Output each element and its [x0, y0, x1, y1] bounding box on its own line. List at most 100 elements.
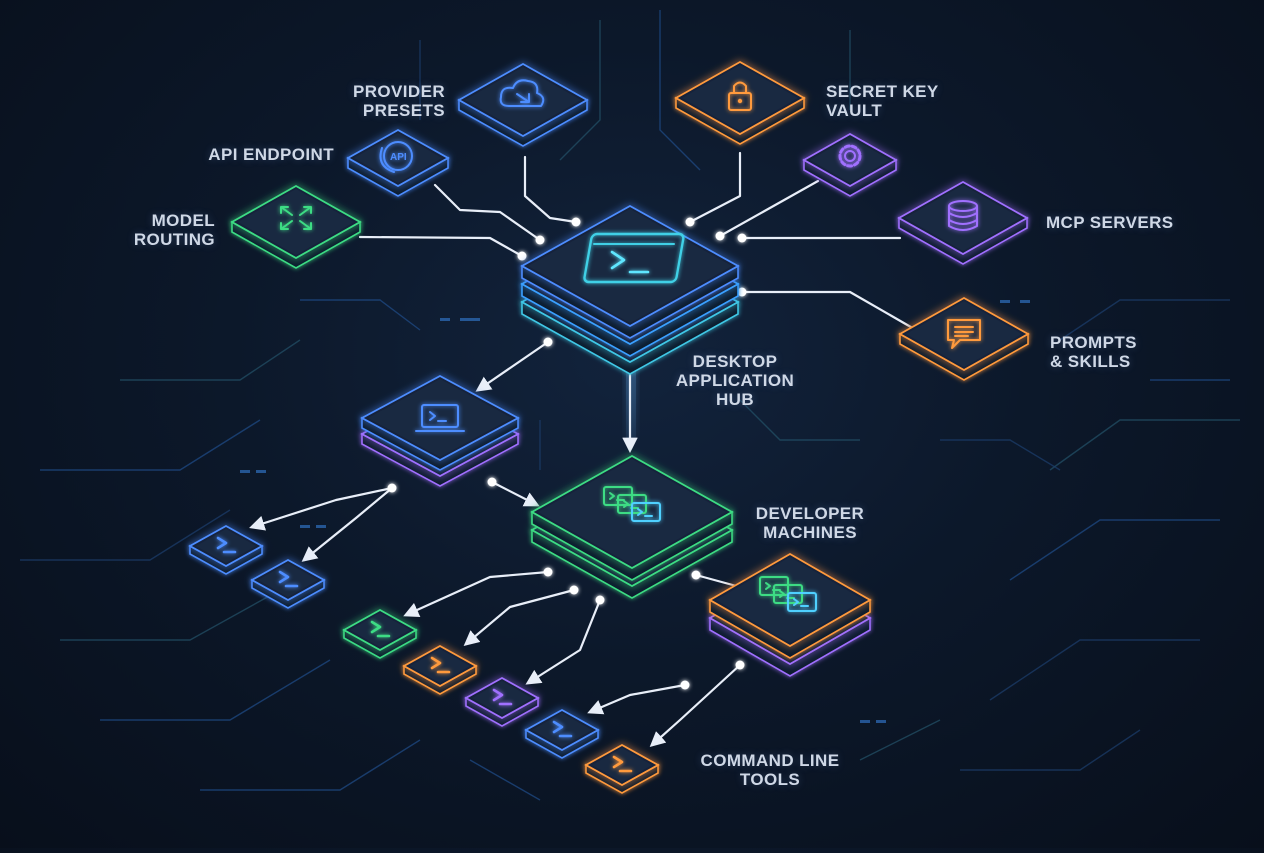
wire-cluster-cli-orange	[649, 663, 742, 748]
prompts-skills-tile	[898, 296, 1030, 381]
laptop-terminal-icon	[415, 404, 465, 432]
connector-node	[595, 595, 605, 605]
terminal-prompt-icon	[370, 620, 391, 638]
database-icon	[948, 200, 978, 231]
label-desktop-application-hub: DESKTOP APPLICATION HUB	[675, 352, 795, 409]
circuit-dash	[316, 525, 326, 528]
circuit-trace	[559, 20, 601, 161]
wire-machines-cli-orange	[463, 588, 576, 646]
wire-model-routing	[358, 235, 524, 258]
label-developer-machines: DEVELOPER MACHINES	[755, 504, 865, 542]
tile-face	[465, 67, 581, 133]
circuit-dash	[240, 470, 250, 473]
tile-face	[238, 189, 354, 255]
tile-face	[528, 209, 732, 323]
cli-tile	[402, 644, 478, 695]
wire-machines-cli-purple	[525, 598, 602, 685]
circuit-trace	[960, 729, 1141, 771]
circuit-trace	[1059, 299, 1230, 341]
api-endpoint-tile	[346, 128, 450, 197]
cluster-tile	[708, 552, 872, 677]
tile-face	[196, 529, 256, 563]
circuit-trace	[469, 759, 541, 801]
wire-machines-cli-green	[403, 570, 550, 617]
tile-layer: API	[188, 60, 1030, 794]
tile-face	[472, 681, 532, 715]
connector-node	[387, 483, 397, 493]
connector-node	[691, 570, 701, 580]
wire-prompts-skills	[740, 290, 918, 332]
tile-face	[592, 748, 652, 782]
label-command-line-tools: COMMAND LINE TOOLS	[700, 751, 840, 789]
cli-tile	[188, 524, 264, 575]
connector-node	[569, 585, 579, 595]
connector-node	[680, 680, 690, 690]
wire-settings	[718, 179, 820, 238]
tile-face	[906, 301, 1022, 367]
connector-node	[543, 567, 553, 577]
connector-lines	[249, 151, 918, 748]
circuit-dash	[300, 525, 310, 528]
tile-face	[354, 133, 442, 183]
circuit-trace	[1049, 419, 1240, 471]
tile-face	[682, 65, 798, 131]
circuit-trace	[300, 299, 421, 331]
circuit-trace	[940, 439, 1061, 471]
wire-machines-to-cluster	[694, 573, 742, 589]
circuit-trace	[120, 339, 301, 381]
connector-node	[517, 251, 527, 261]
tile-face	[368, 379, 512, 457]
circuit-dash	[1020, 300, 1030, 303]
circuit-trace	[859, 719, 941, 761]
cli-tile	[250, 558, 326, 609]
connector-node	[735, 660, 745, 670]
chat-document-icon	[947, 319, 981, 349]
circuit-trace	[739, 399, 860, 441]
cli-tile	[584, 743, 660, 794]
connector-node	[535, 235, 545, 245]
circuit-trace	[200, 739, 421, 791]
circuit-trace	[989, 639, 1200, 701]
provider-presets-tile	[457, 62, 589, 147]
wire-laptop-cli-1	[249, 486, 394, 531]
connector-node	[571, 217, 581, 227]
tile-face	[258, 563, 318, 597]
terminal-prompt-icon	[492, 688, 513, 706]
circuit-trace	[20, 509, 231, 561]
cloud-sync-icon	[499, 79, 545, 107]
circuit-dash	[256, 470, 266, 473]
circuit-dash	[876, 720, 886, 723]
cli-tile	[342, 608, 418, 659]
terminal-prompt-icon	[216, 536, 237, 554]
circuit-dash	[440, 318, 450, 321]
circuit-trace	[659, 10, 701, 171]
circuit-trace	[60, 589, 281, 641]
wire-laptop-cli-2	[301, 486, 394, 562]
circuit-trace	[1009, 519, 1220, 581]
wire-secret-key-vault	[688, 151, 742, 224]
gear-icon	[838, 144, 862, 168]
api-icon: API	[379, 141, 413, 173]
wire-api-endpoint	[433, 183, 542, 242]
routing-arrows-icon	[280, 206, 312, 230]
connector-node	[737, 287, 747, 297]
terminal-prompt-icon	[612, 755, 633, 773]
circuit-dash	[860, 720, 870, 723]
connector-node	[685, 217, 695, 227]
svg-text:API: API	[390, 152, 407, 163]
connector-node	[715, 231, 725, 241]
model-routing-tile	[230, 184, 362, 269]
label-mcp-servers: MCP SERVERS	[1046, 213, 1174, 232]
terminal-prompt-icon	[552, 720, 573, 738]
label-model-routing: MODEL ROUTING	[133, 211, 215, 249]
terminal-prompt-icon	[430, 656, 451, 674]
circuit-dash	[470, 318, 480, 321]
wire-hub-to-laptop	[475, 340, 550, 392]
secret-key-vault-tile	[674, 60, 806, 145]
multiple-machines-icon	[603, 486, 661, 522]
cluster-machines-icon	[759, 576, 817, 612]
tile-face	[716, 557, 864, 643]
label-prompts-skills: PROMPTS & SKILLS	[1050, 333, 1137, 371]
